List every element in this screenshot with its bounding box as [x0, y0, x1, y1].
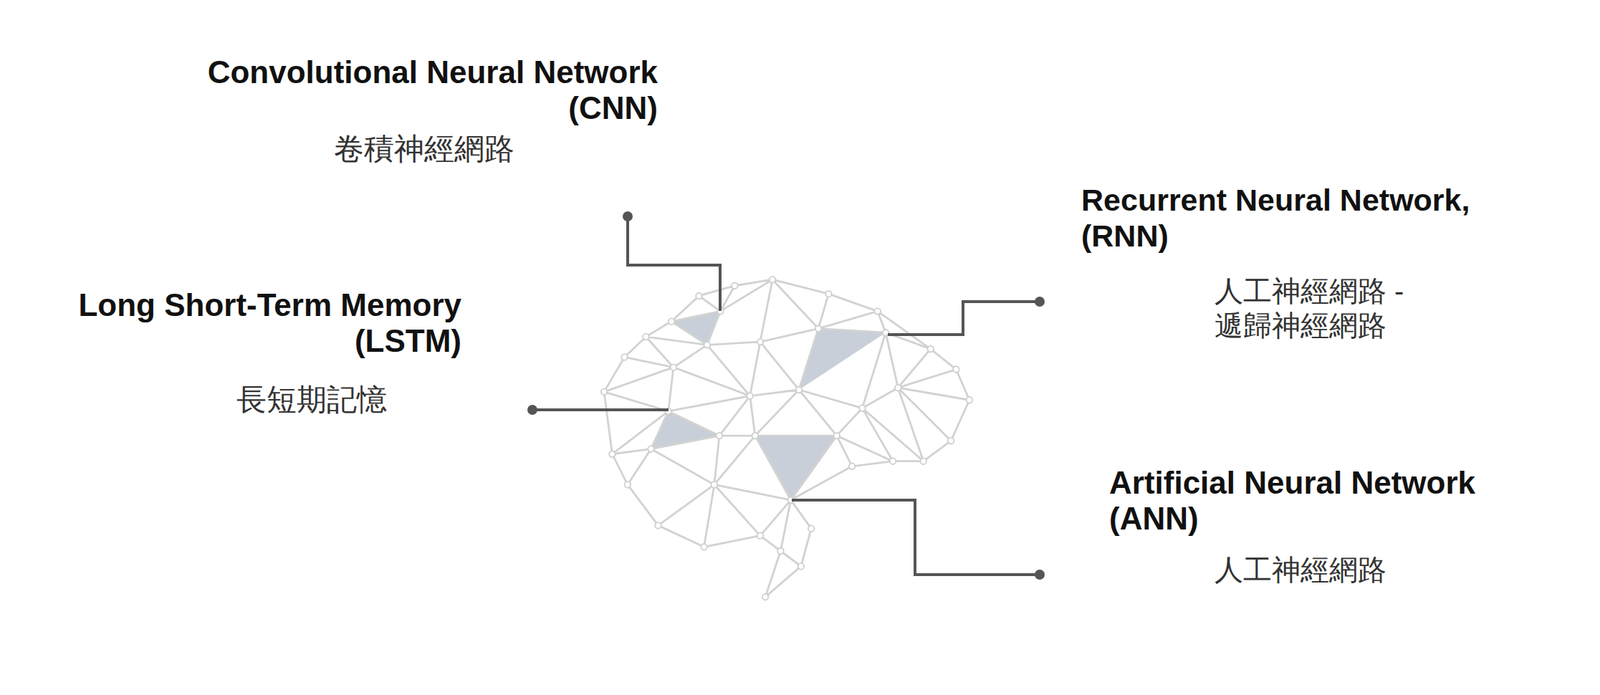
- mesh-vertex: [874, 308, 881, 315]
- leader-line: [887, 301, 1040, 335]
- mesh-vertex: [849, 463, 856, 471]
- mesh-vertex: [966, 396, 974, 404]
- mesh-vertex: [601, 389, 608, 396]
- mesh-vertex: [752, 432, 759, 440]
- leader-line: [532, 408, 669, 412]
- model-name-zh: 卷積神經網路: [333, 131, 515, 167]
- leader-dot: [527, 404, 538, 415]
- leader-dots: [527, 211, 1045, 580]
- mesh-vertex: [624, 481, 632, 488]
- leader-dot: [622, 211, 633, 222]
- mesh-vertex: [670, 363, 678, 371]
- model-name: Convolutional Neural Network (CNN): [112, 54, 658, 127]
- model-name-zh: 長短期記憶: [236, 381, 387, 418]
- mesh-vertex: [757, 338, 764, 346]
- leader-lines: [532, 216, 1040, 575]
- mesh-vertex: [647, 445, 655, 453]
- mesh-vertex: [695, 293, 703, 300]
- mesh-vertex: [947, 437, 955, 445]
- mesh-vertex: [798, 563, 805, 570]
- mesh-vertex: [642, 333, 650, 341]
- mesh-vertex: [621, 353, 628, 361]
- mesh-vertex: [777, 548, 784, 555]
- mesh-vertex: [668, 318, 675, 325]
- model-name: Artificial Neural Network (ANN): [1109, 465, 1570, 537]
- mesh-vertex: [716, 432, 723, 440]
- model-name: Long Short-Term Memory (LSTM): [0, 287, 462, 359]
- mesh-vertex: [731, 282, 739, 289]
- mesh-vertex: [927, 346, 935, 353]
- leader-dot: [1034, 296, 1045, 307]
- mesh-vertex: [700, 543, 708, 551]
- mesh-vertex: [920, 457, 928, 465]
- mesh-vertex: [654, 522, 662, 529]
- mesh-vertex: [711, 481, 718, 488]
- mesh-vertex: [757, 532, 764, 539]
- mesh-vertex: [894, 384, 902, 392]
- mesh-vertex: [859, 404, 866, 412]
- mesh-vertex: [825, 290, 832, 298]
- mesh-vertex: [808, 525, 815, 532]
- mesh-vertex: [746, 392, 754, 400]
- mesh-vertex: [889, 457, 897, 465]
- model-name-zh: 人工神經網路 -遞歸神經網路: [1214, 273, 1573, 343]
- mesh-vertex: [815, 325, 822, 332]
- mesh-vertex: [769, 276, 776, 284]
- model-name: Recurrent Neural Network, (RNN): [1081, 181, 1563, 254]
- mesh-vertices: [601, 276, 973, 600]
- mesh-vertex: [704, 341, 711, 349]
- leader-line: [791, 500, 1040, 575]
- model-name-zh: 人工神經網路: [1214, 552, 1387, 587]
- mesh-vertex: [833, 432, 840, 440]
- mesh-vertex: [762, 593, 769, 601]
- leader-line: [627, 216, 721, 311]
- mesh-vertex: [952, 366, 960, 373]
- leader-dot: [1034, 569, 1045, 580]
- mesh-vertex: [609, 450, 616, 458]
- mesh-vertex: [796, 386, 803, 394]
